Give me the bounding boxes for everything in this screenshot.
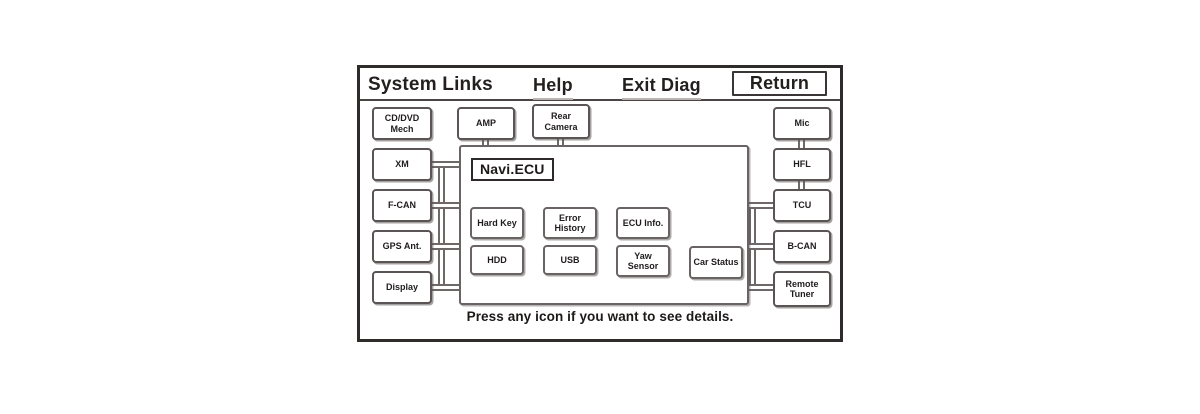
node-label-line1: F-CAN [388,200,416,211]
node-label-line1: CD/DVD [384,113,420,124]
node-display[interactable]: Display [372,271,432,304]
node-hdd[interactable]: HDD [470,245,524,275]
page-title: System Links [368,74,493,95]
node-label-line1: Error [558,212,581,223]
node-cd-dvd-mech[interactable]: CD/DVD Mech [372,107,432,140]
node-label-line1: HDD [487,254,507,265]
node-usb[interactable]: USB [543,245,597,275]
connector-gpsant-to-panel [432,243,461,250]
node-gps-ant[interactable]: GPS Ant. [372,230,432,263]
node-yaw-sensor[interactable]: Yaw Sensor [616,245,670,277]
node-f-can[interactable]: F-CAN [372,189,432,222]
node-ecu-info[interactable]: ECU Info. [616,207,670,239]
connector-hfl-to-tcu [798,181,805,189]
connector-fcan-to-panel [432,202,461,209]
node-label-line2: Sensor [627,261,659,271]
node-rear-camera[interactable]: Rear Camera [532,104,590,139]
node-label-line1: Hard Key [477,217,517,228]
node-amp[interactable]: AMP [457,107,515,140]
node-label-line1: Remote [785,278,819,289]
node-tcu[interactable]: TCU [773,189,831,222]
footer-hint-text: Press any icon if you want to see detail… [466,309,734,324]
node-label-line1: ECU [622,217,642,228]
connector-xm-to-panel [432,161,461,168]
connector-left-bus-riser [438,161,445,291]
diagram-body: CD/DVD Mech XM F-CAN GPS Ant. Display [360,101,840,342]
node-label-line2: Status [711,257,739,268]
connector-tcu-to-panel [748,202,775,209]
connector-amp-to-panel [482,140,489,147]
node-label-line2: History [554,223,586,233]
node-label-line1: Car [693,257,709,268]
node-error-history[interactable]: Error History [543,207,597,239]
node-mic[interactable]: Mic [773,107,831,140]
connector-remotetuner-to-panel [748,284,775,291]
system-links-screen: System Links Help Exit Diag Return CD/DV… [357,65,843,342]
node-label-line1: Yaw [634,250,652,261]
node-remote-tuner[interactable]: Remote Tuner [773,271,831,307]
help-button[interactable]: Help [533,75,573,100]
navi-ecu-panel: Navi.ECU Hard Key Error History ECU Info… [459,145,749,305]
node-label-line1: AMP [476,118,496,129]
node-label-line2: Info. [644,217,664,228]
node-label-line2: Mech [390,123,414,134]
connector-bcan-to-panel [748,243,775,250]
header-bar: System Links Help Exit Diag Return [360,68,840,101]
node-label-line2: Camera [544,121,578,132]
node-label-line1: B-CAN [787,241,817,252]
exit-diag-button[interactable]: Exit Diag [622,75,701,100]
node-label-line1: HFL [793,159,811,170]
node-label-line1: Display [385,282,418,293]
node-b-can[interactable]: B-CAN [773,230,831,263]
return-button[interactable]: Return [732,71,827,96]
node-label-line2: Tuner [789,289,815,299]
node-xm[interactable]: XM [372,148,432,181]
connector-display-to-panel [432,284,461,291]
connector-rearcamera-to-panel [557,139,564,147]
node-label-line1: Rear [550,111,571,122]
node-label-line1: GPS Ant. [382,241,422,252]
node-hfl[interactable]: HFL [773,148,831,181]
node-hard-key[interactable]: Hard Key [470,207,524,239]
node-label-line1: USB [560,254,580,265]
connector-mic-to-hfl [798,140,805,148]
node-label-line1: TCU [792,200,812,211]
navi-ecu-label: Navi.ECU [471,158,554,181]
node-label-line1: XM [395,159,409,170]
node-label-line1: Mic [794,118,810,129]
node-car-status[interactable]: Car Status [689,246,743,279]
